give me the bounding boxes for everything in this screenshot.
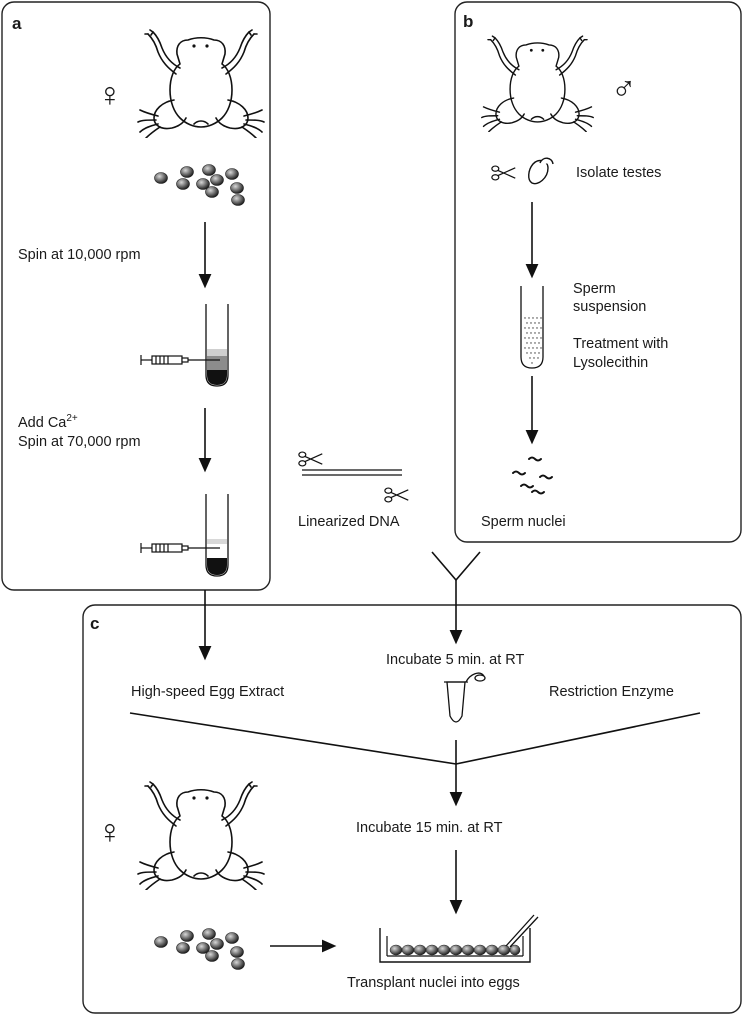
incubate-15-label: Incubate 15 min. at RT xyxy=(356,820,503,836)
panel-label-c: c xyxy=(90,614,100,633)
converge-left xyxy=(129,712,457,765)
step-spin-70000: Spin at 70,000 rpm xyxy=(18,434,141,450)
egg-icon xyxy=(154,164,245,206)
centrifuge-tube-icon xyxy=(205,494,229,577)
testes-icon xyxy=(528,157,554,185)
transplant-label: Transplant nuclei into eggs xyxy=(347,975,520,991)
scissors-icon xyxy=(298,451,323,467)
egg-icon xyxy=(154,928,245,970)
calcium-charge: 2+ xyxy=(66,413,78,425)
centrifuge-tube-icon xyxy=(520,286,544,369)
panel-b-frame xyxy=(454,1,742,543)
sperm-suspension-line1: Sperm xyxy=(573,281,616,297)
converge-right xyxy=(455,712,701,765)
frog-icon xyxy=(137,781,265,890)
scissors-icon xyxy=(491,165,516,181)
treatment-line1: Treatment with xyxy=(573,336,669,352)
incubate-5-label: Incubate 5 min. at RT xyxy=(386,652,525,668)
frog-icon xyxy=(137,29,265,138)
panel-c-frame xyxy=(82,604,742,1014)
sperm-nucleus-icon xyxy=(512,456,553,495)
dna-strand-icon xyxy=(302,469,402,476)
panel-label-b: b xyxy=(463,12,474,31)
merge-connector xyxy=(431,551,481,582)
treatment-line2: Lysolecithin xyxy=(573,355,649,371)
eppendorf-tube-icon xyxy=(444,672,486,723)
step-spin-10000: Spin at 10,000 rpm xyxy=(18,247,141,263)
female-symbol: ♀ xyxy=(97,813,123,851)
sperm-suspension-line2: suspension xyxy=(573,299,647,315)
scissors-icon xyxy=(384,487,409,503)
step-add-calcium: Add Ca2+ xyxy=(18,414,78,432)
petri-dish-icon xyxy=(379,914,539,963)
panel-a-frame xyxy=(1,1,271,591)
centrifuge-tube-icon xyxy=(205,304,229,387)
step-add-calcium-text: Add Ca xyxy=(18,415,67,431)
restriction-enzyme-label: Restriction Enzyme xyxy=(549,684,674,700)
sperm-nuclei-label: Sperm nuclei xyxy=(481,514,566,530)
male-symbol: ♂ xyxy=(611,70,637,108)
panel-label-a: a xyxy=(12,14,22,33)
female-symbol: ♀ xyxy=(97,76,123,114)
frog-icon xyxy=(481,35,594,132)
egg-extract-label: High-speed Egg Extract xyxy=(131,684,285,700)
isolate-testes-label: Isolate testes xyxy=(576,165,662,181)
linearized-dna-label: Linearized DNA xyxy=(298,514,400,530)
